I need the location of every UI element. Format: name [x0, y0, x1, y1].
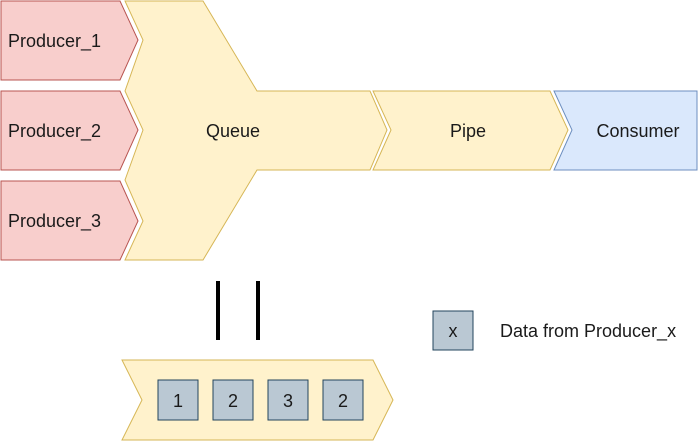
pause-bar-right [256, 281, 260, 340]
producer-2-shape [0, 90, 139, 171]
legend-text: Data from Producer_x [500, 321, 676, 342]
pipe-label: Pipe [450, 121, 486, 141]
data-item-label: 2 [338, 391, 348, 411]
legend-box-label: x [449, 321, 458, 341]
producer-2-node[interactable]: Producer_2 [0, 90, 139, 171]
consumer-node[interactable]: Consumer [553, 90, 698, 171]
data-item-label: 1 [173, 391, 183, 411]
pipe-node[interactable]: Pipe [372, 90, 569, 171]
queue-node[interactable]: Queue [124, 0, 388, 261]
queue-shape [124, 0, 388, 261]
producer-3-node[interactable]: Producer_3 [0, 180, 139, 261]
queue-label: Queue [206, 121, 260, 141]
consumer-shape [553, 90, 698, 171]
data-item: 2 [212, 379, 254, 421]
producer-1-label: Producer_1 [8, 31, 101, 52]
pipe-shape [372, 90, 569, 171]
pause-icon [216, 281, 260, 340]
producer-3-shape [0, 180, 139, 261]
data-item-label: 2 [228, 391, 238, 411]
data-item: 1 [157, 379, 199, 421]
data-item-label: 3 [283, 391, 293, 411]
legend-box [432, 310, 474, 351]
producer-1-shape [0, 0, 139, 81]
producer-3-label: Producer_3 [8, 211, 101, 232]
legend: x Data from Producer_x [432, 310, 676, 351]
data-item: 2 [322, 379, 364, 421]
producer-2-label: Producer_2 [8, 121, 101, 142]
pipe-detail: 1 2 3 2 [121, 359, 394, 441]
consumer-label: Consumer [596, 121, 679, 141]
pause-bar-left [216, 281, 220, 340]
producer-1-node[interactable]: Producer_1 [0, 0, 139, 81]
data-item: 3 [267, 379, 309, 421]
